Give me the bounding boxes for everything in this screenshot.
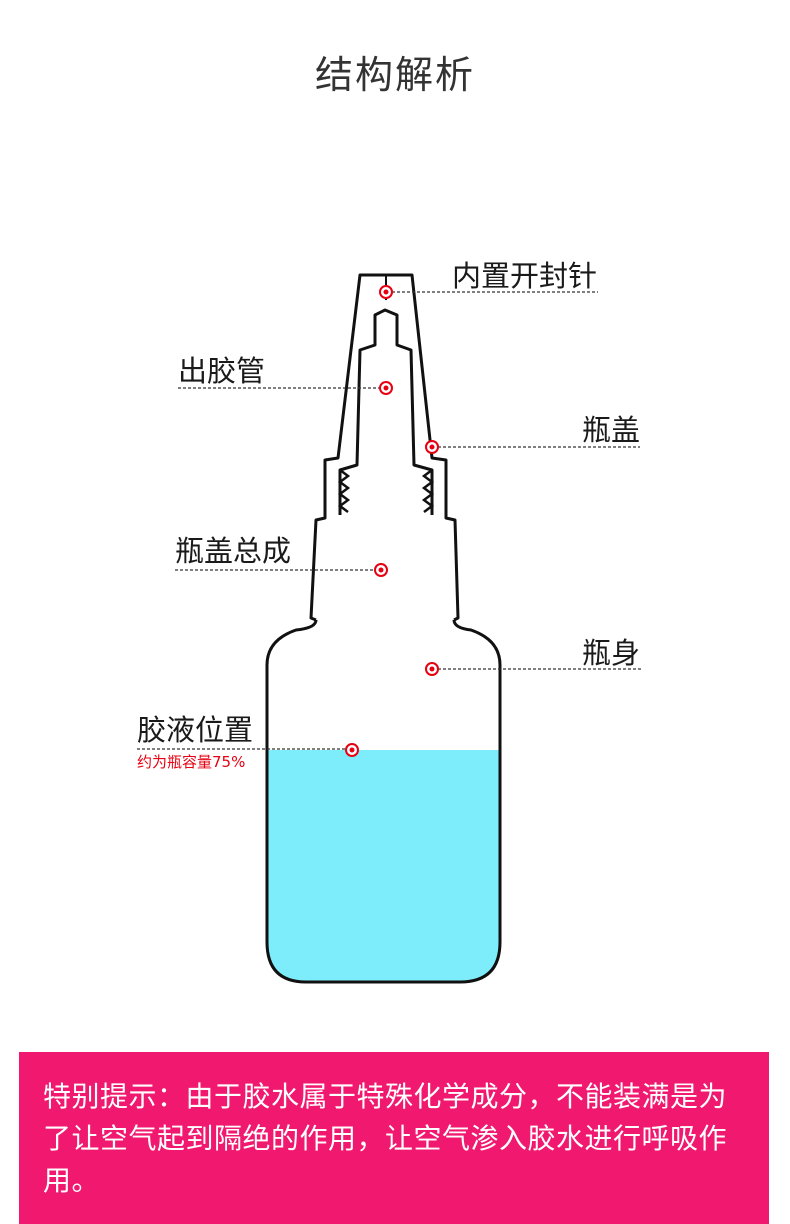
notice-text: 特别提示：由于胶水属于特殊化学成分，不能装满是为了让空气起到隔绝的作用，让空气渗… bbox=[43, 1080, 728, 1197]
label-cap: 瓶盖 bbox=[582, 413, 641, 447]
bottle-body-outline bbox=[265, 619, 502, 984]
marker-needle bbox=[379, 285, 393, 299]
marker-cap bbox=[425, 440, 439, 454]
glue-fill bbox=[267, 750, 500, 982]
label-body: 瓶身 bbox=[582, 636, 641, 670]
label-nozzle: 出胶管 bbox=[178, 354, 266, 388]
label-glue-level-note: 约为瓶容量75% bbox=[137, 753, 246, 771]
marker-body bbox=[425, 662, 439, 676]
thread-right bbox=[421, 469, 435, 513]
thread-left bbox=[337, 469, 351, 513]
marker-nozzle bbox=[379, 381, 393, 395]
page-title: 结构解析 bbox=[314, 53, 475, 97]
label-cap-assembly: 瓶盖总成 bbox=[175, 534, 292, 568]
inner-nozzle-outline bbox=[338, 308, 434, 515]
label-needle: 内置开封针 bbox=[452, 259, 598, 293]
marker-cap-assembly bbox=[374, 563, 388, 577]
marker-glue-level bbox=[345, 743, 359, 757]
label-glue-level: 胶液位置 bbox=[137, 713, 254, 747]
bottle-diagram bbox=[137, 273, 641, 984]
notice-banner: 特别提示：由于胶水属于特殊化学成分，不能装满是为了让空气起到隔绝的作用，让空气渗… bbox=[19, 1052, 769, 1224]
